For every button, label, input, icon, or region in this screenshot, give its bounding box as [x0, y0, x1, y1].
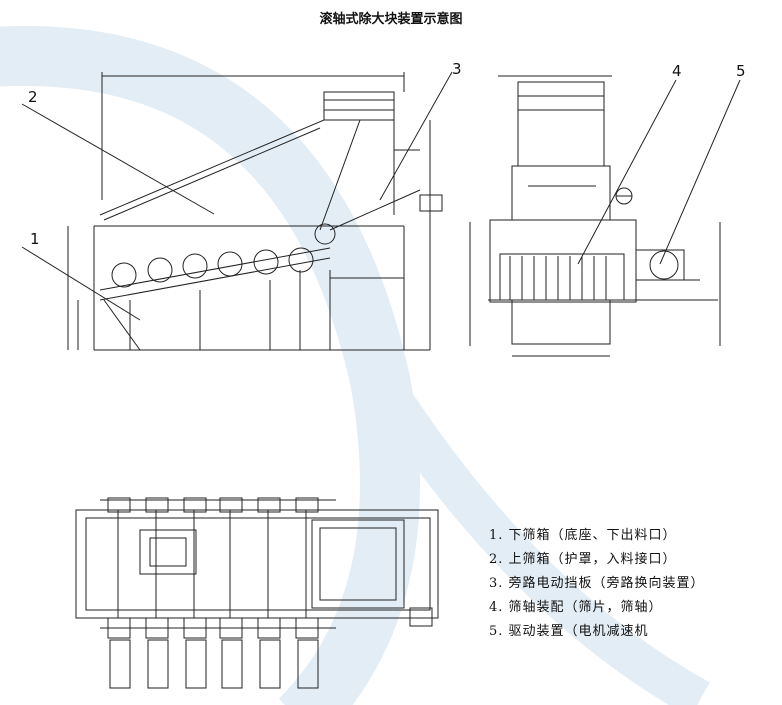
legend-item-2: 2. 上筛箱（护罩，入料接口） [489, 552, 677, 567]
end-view [469, 75, 721, 357]
callout-5: 5 [736, 62, 746, 80]
legend-item-1: 1. 下筛箱（底座、下出料口） [489, 528, 677, 543]
figure-title: 滚轴式除大块装置示意图 [319, 12, 463, 27]
leader-lines [21, 71, 741, 321]
callout-3: 3 [452, 60, 462, 78]
legend-item-4: 4. 筛轴装配（筛片，筛轴） [489, 600, 663, 615]
legend-item-5: 5. 驱动装置（电机减速机 [489, 624, 649, 639]
callout-2: 2 [28, 88, 38, 106]
screen-discs [509, 256, 607, 300]
legend-item-3: 3. 旁路电动挡板（旁路换向装置） [489, 576, 705, 591]
callout-4: 4 [672, 62, 682, 80]
side-view [67, 72, 443, 351]
plan-view [75, 497, 439, 689]
callout-1: 1 [30, 230, 40, 248]
parts-legend: 1. 下筛箱（底座、下出料口） 2. 上筛箱（护罩，入料接口） 3. 旁路电动挡… [489, 524, 705, 644]
